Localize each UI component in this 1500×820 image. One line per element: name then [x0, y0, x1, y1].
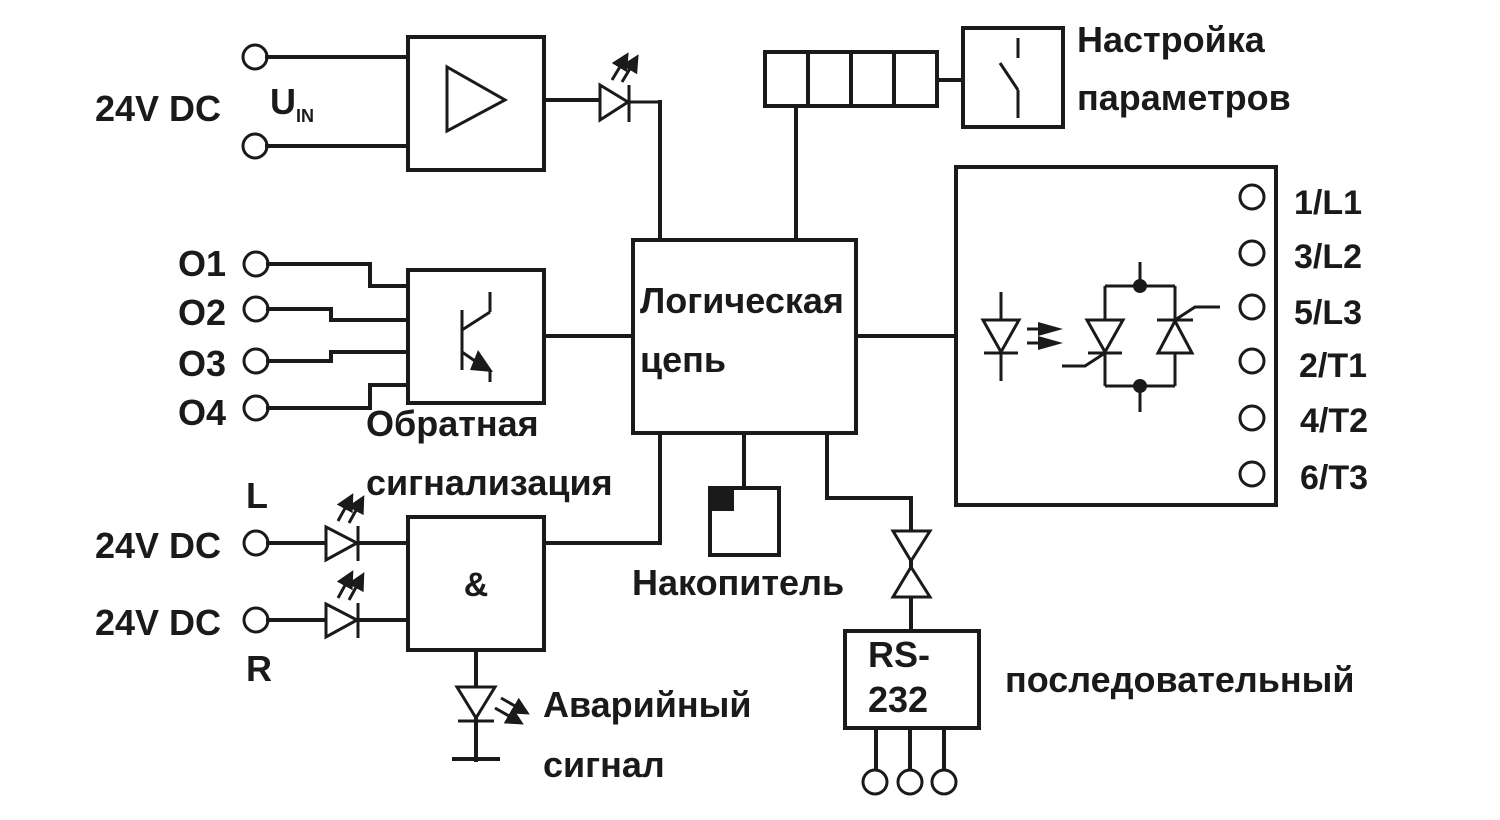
wire-o4	[266, 383, 410, 410]
enable-input-voltage-2: 24V DC	[95, 602, 221, 643]
uin-subscript: IN	[296, 106, 314, 126]
wire-o3	[266, 350, 410, 363]
rs232-terminal-1	[861, 768, 889, 796]
thyristor-pair-icon	[1062, 262, 1220, 412]
output-terminal-o2	[242, 295, 270, 323]
enable-led-l-icon	[324, 493, 365, 563]
amplifier-block	[406, 35, 546, 172]
output-label-o2: O2	[178, 292, 226, 333]
logic-section: Логическая цепь	[631, 238, 958, 435]
and-gate-symbol: &	[464, 566, 489, 604]
feedback-section: O1 O2 O3 O4 Обратная сигнализация	[178, 243, 635, 503]
enable-terminal-r	[242, 606, 270, 634]
terminal-1-l1	[1238, 183, 1266, 211]
feedback-label-line1: Обратная	[366, 403, 539, 444]
enable-input-voltage-1: 24V DC	[95, 525, 221, 566]
wire-o2	[266, 307, 410, 322]
power-input-voltage-label: 24V DC	[95, 88, 221, 129]
terminal-6-t3	[1238, 460, 1266, 488]
storage-icon-fill	[710, 488, 734, 511]
terminal-4-t2	[1238, 404, 1266, 432]
enable-left-label: L	[246, 475, 268, 516]
terminal-label-1-l1: 1/L1	[1294, 184, 1362, 222]
transistor-block	[406, 268, 546, 405]
alarm-led-icon	[454, 685, 530, 725]
terminal-label-2-t1: 2/T1	[1299, 347, 1367, 385]
terminal-2-t1	[1238, 347, 1266, 375]
storage-label: Накопитель	[632, 562, 844, 603]
storage-section: Накопитель	[632, 431, 844, 603]
switch-block	[961, 26, 1065, 129]
settings-label-line2: параметров	[1077, 77, 1291, 118]
enable-section: L R 24V DC 24V DC &	[95, 431, 662, 689]
rs232-terminal-3	[930, 768, 958, 796]
terminal-5-l3	[1238, 293, 1266, 321]
rs232-label-line2: 232	[868, 679, 928, 720]
serial-label: последовательный	[1005, 659, 1355, 700]
power-terminal-top	[241, 43, 269, 71]
terminal-label-5-l3: 5/L3	[1294, 294, 1362, 332]
transistor-icon	[460, 292, 493, 382]
terminal-label-3-l2: 3/L2	[1294, 238, 1362, 276]
wire-gate-to-logic	[542, 431, 662, 545]
output-terminal-o1	[242, 250, 270, 278]
enable-led-r-icon	[324, 570, 365, 640]
serial-section: RS- 232 последовательный	[825, 431, 1355, 796]
logic-block	[631, 238, 858, 435]
isolation-icon	[890, 529, 933, 599]
output-label-o3: O3	[178, 343, 226, 384]
uin-label: UIN	[270, 81, 314, 126]
rs232-block	[843, 629, 981, 730]
power-terminal-bottom	[241, 132, 269, 160]
terminal-label-4-t2: 4/T2	[1300, 402, 1368, 440]
wire-o1	[266, 262, 410, 288]
logic-label-line2: цепь	[640, 339, 726, 380]
output-terminal-o4	[242, 394, 270, 422]
power-led-icon	[598, 52, 660, 123]
settings-section: Настройка параметров	[763, 19, 1291, 242]
alarm-section: Аварийный сигнал	[452, 648, 752, 785]
and-gate-block	[406, 515, 546, 652]
alarm-label-line1: Аварийный	[543, 684, 752, 725]
switch-icon	[998, 38, 1020, 118]
output-label-o1: O1	[178, 243, 226, 284]
rs232-terminal-2	[896, 768, 924, 796]
optocoupler-arrows-icon	[1027, 322, 1063, 350]
power-input-section: 24V DC UIN	[95, 35, 662, 242]
logic-label-line1: Логическая	[640, 280, 844, 321]
settings-label-line1: Настройка	[1077, 19, 1266, 60]
feedback-label-line2: сигнализация	[366, 462, 613, 503]
amplifier-icon	[445, 64, 509, 134]
rs232-label-line1: RS-	[868, 634, 930, 675]
terminal-3-l2	[1238, 239, 1266, 267]
power-module-section: 1/L1 3/L2 5/L3 2/T1 4/T2 6/T3	[954, 165, 1368, 507]
output-label-o4: O4	[178, 392, 226, 433]
terminal-label-6-t3: 6/T3	[1300, 459, 1368, 497]
optocoupler-led-icon	[980, 292, 1022, 381]
enable-right-label: R	[246, 648, 272, 689]
uin-main: U	[270, 81, 296, 122]
output-terminal-o3	[242, 347, 270, 375]
alarm-label-line2: сигнал	[543, 744, 665, 785]
enable-terminal-l	[242, 529, 270, 557]
